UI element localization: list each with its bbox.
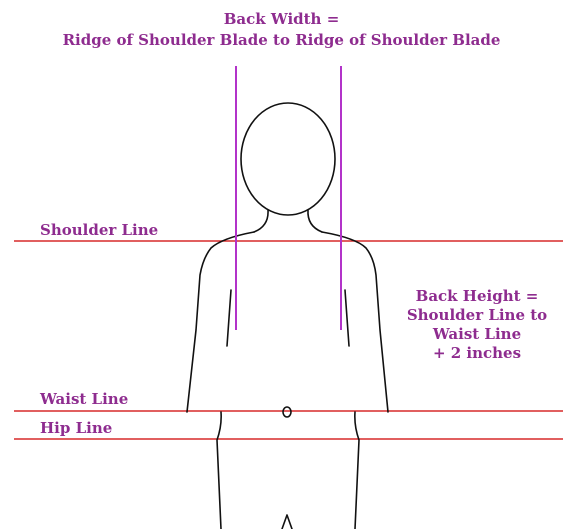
back-height-line1: Back Height = bbox=[392, 287, 562, 306]
neck-right bbox=[308, 210, 322, 232]
crotch bbox=[282, 515, 292, 529]
neck-left bbox=[254, 210, 268, 232]
hip-line-label: Hip Line bbox=[40, 421, 112, 436]
left-inner-arm bbox=[227, 290, 231, 346]
head bbox=[241, 103, 335, 215]
back-height-note: Back Height = Shoulder Line to Waist Lin… bbox=[392, 287, 562, 363]
navel bbox=[283, 407, 291, 417]
right-hip-leg bbox=[355, 412, 359, 529]
left-hip-leg bbox=[217, 412, 221, 529]
body-figure bbox=[187, 103, 388, 529]
back-height-line2: Shoulder Line to bbox=[392, 306, 562, 325]
back-height-line4: + 2 inches bbox=[392, 344, 562, 363]
back-width-title: Back Width = bbox=[0, 12, 563, 27]
waist-line-label: Waist Line bbox=[40, 392, 128, 407]
right-inner-arm bbox=[345, 290, 349, 346]
right-shoulder-arm bbox=[322, 232, 388, 412]
back-height-line3: Waist Line bbox=[392, 325, 562, 344]
back-width-definition: Ridge of Shoulder Blade to Ridge of Shou… bbox=[0, 33, 563, 48]
shoulder-line-label: Shoulder Line bbox=[40, 223, 158, 238]
left-shoulder-arm bbox=[187, 232, 254, 412]
